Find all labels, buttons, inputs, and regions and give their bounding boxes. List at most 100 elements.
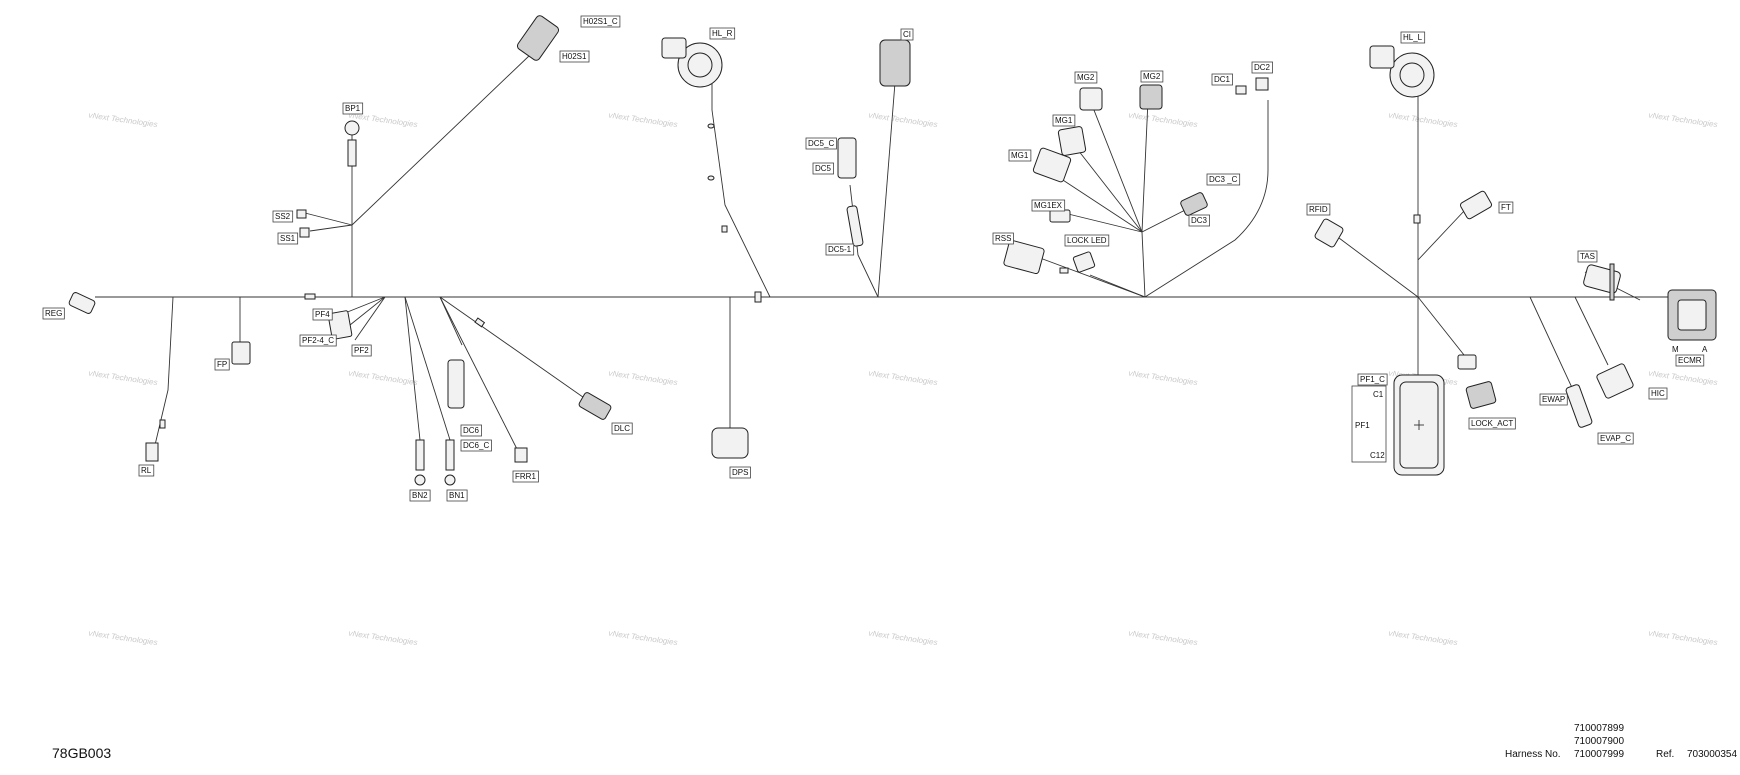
watermark: vNext Technologies [88,369,158,388]
watermark: vNext Technologies [1388,111,1458,130]
label-mg2-a: MG2 [1074,71,1098,84]
branch-wires [154,54,1641,456]
label-frr1: FRR1 [512,470,539,483]
svg-text:FRR1: FRR1 [515,472,536,481]
svg-text:FT: FT [1501,203,1511,212]
watermark: vNext Technologies [608,629,678,648]
label-c12: C12 [1370,451,1385,460]
svg-text:FP: FP [217,360,227,369]
label-rss: RSS [992,232,1014,245]
svg-text:DC3: DC3 [1191,216,1208,225]
harness-number: 710007899 [1574,723,1625,734]
label-m: M [1672,345,1679,354]
svg-text:DC6_C: DC6_C [463,441,489,450]
svg-text:RFID: RFID [1309,205,1328,214]
svg-text:BP1: BP1 [345,104,361,113]
label-pf1: PF1 [1355,421,1370,430]
svg-text:H02S1_C: H02S1_C [583,17,618,26]
label-rfid: RFID [1306,203,1331,216]
svg-text:ECMR: ECMR [1678,356,1702,365]
svg-text:TAS: TAS [1580,252,1595,261]
svg-text:HIC: HIC [1651,389,1665,398]
svg-text:DC5_C: DC5_C [808,139,834,148]
watermark: vNext Technologies [1648,629,1718,648]
svg-text:PF2: PF2 [354,346,369,355]
label-lock-act: LOCK_ACT [1468,417,1516,430]
svg-text:DC6: DC6 [463,426,480,435]
label-ecmr: ECMR [1675,354,1705,367]
svg-text:EWAP: EWAP [1542,395,1565,404]
inline-markers [159,123,1421,429]
svg-text:MG2: MG2 [1077,73,1095,82]
label-ci: CI [900,28,914,41]
watermark: vNext Technologies [1128,111,1198,130]
label-dc3-c: DC3 _C [1206,173,1241,186]
watermark: vNext Technologies [868,629,938,648]
svg-text:REG: REG [45,309,62,318]
label-c1: C1 [1373,390,1384,399]
connector-labels: REG RL FP SS2 SS1 BP1 H02S1_C H02S1 PF4 … [42,15,1708,502]
harness-number: 710007999 [1574,749,1625,760]
label-mg1-a: MG1 [1052,114,1076,127]
svg-text:SS1: SS1 [280,234,296,243]
ref-value: 703000354 [1687,749,1738,760]
svg-text:C12: C12 [1370,451,1385,460]
svg-text:RSS: RSS [995,234,1011,243]
svg-text:C1: C1 [1373,390,1384,399]
label-fp: FP [214,358,230,371]
drawing-id: 78GB003 [52,745,112,761]
label-mg2-b: MG2 [1140,70,1164,83]
svg-text:DPS: DPS [732,468,748,477]
watermark: vNext Technologies [1648,369,1718,388]
watermark-layer: vNext Technologies vNext Technologies vNex… [88,111,1718,648]
svg-text:BN2: BN2 [412,491,428,500]
svg-text:RL: RL [141,466,152,475]
watermark: vNext Technologies [348,629,418,648]
label-hic: HIC [1648,387,1668,400]
watermark: vNext Technologies [868,369,938,388]
connector-shapes [68,15,1717,486]
svg-text:PF1: PF1 [1355,421,1370,430]
label-pf1-c: PF1_C [1357,373,1388,386]
label-ss2: SS2 [272,210,294,223]
harness-number: 710007900 [1574,736,1625,747]
watermark: vNext Technologies [1388,629,1458,648]
label-dlc: DLC [611,422,633,435]
label-pf2-4-c: PF2-4_C [299,334,337,347]
label-pf2: PF2 [351,344,372,357]
svg-text:A: A [1702,345,1708,354]
label-pf4: PF4 [312,308,333,321]
watermark: vNext Technologies [1128,629,1198,648]
label-evap-c: EVAP_C [1597,432,1634,445]
label-bp1: BP1 [342,102,364,115]
svg-text:DLC: DLC [614,424,630,433]
svg-text:MG2: MG2 [1143,72,1161,81]
label-h02s1: H02S1 [559,50,590,63]
label-hl-r: HL_R [709,27,736,40]
label-dc3: DC3 [1188,214,1210,227]
label-a: A [1702,345,1708,354]
svg-text:HL_L: HL_L [1403,33,1423,42]
svg-text:HL_R: HL_R [712,29,733,38]
svg-text:BN1: BN1 [449,491,465,500]
svg-text:MG1: MG1 [1011,151,1029,160]
watermark: vNext Technologies [348,369,418,388]
harness-label: Harness No. [1505,749,1561,760]
svg-text:PF4: PF4 [315,310,330,319]
label-mg1ex: MG1EX [1031,199,1066,212]
svg-text:M: M [1672,345,1679,354]
harness-numbers: 710007899 710007900 710007999 [1574,722,1624,761]
label-dc1: DC1 [1211,73,1233,86]
label-bn1: BN1 [446,489,468,502]
svg-text:H02S1: H02S1 [562,52,587,61]
svg-text:DC3 _C: DC3 _C [1209,175,1238,184]
svg-text:DC1: DC1 [1214,75,1231,84]
label-ss1: SS1 [277,232,299,245]
label-dc2: DC2 [1251,61,1273,74]
label-dc5-1: DC5-1 [825,243,855,256]
svg-text:LOCK_ACT: LOCK_ACT [1471,419,1513,428]
svg-text:EVAP_C: EVAP_C [1600,434,1631,443]
svg-text:DC5-1: DC5-1 [828,245,852,254]
watermark: vNext Technologies [608,111,678,130]
svg-text:PF1_C: PF1_C [1360,375,1385,384]
